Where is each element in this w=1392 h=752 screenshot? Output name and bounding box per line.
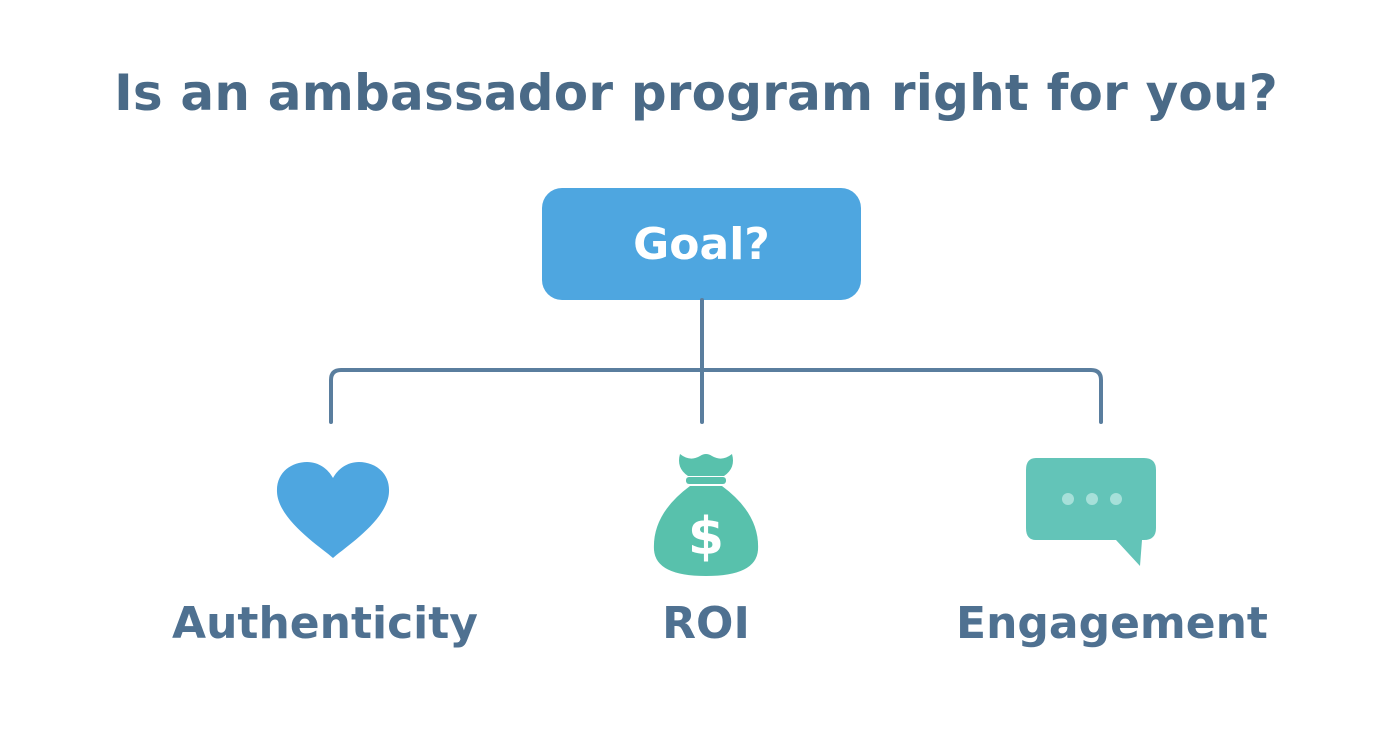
chat-bubble-icon <box>1026 458 1156 566</box>
heart-icon <box>276 462 390 558</box>
page-title: Is an ambassador program right for you? <box>114 64 1278 122</box>
option-label-roi: ROI <box>662 598 750 649</box>
goal-label: Goal? <box>633 218 770 270</box>
option-label-authenticity: Authenticity <box>172 598 478 649</box>
money-bag-icon: $ <box>653 454 759 576</box>
svg-text:$: $ <box>688 507 724 567</box>
goal-node: Goal? <box>542 188 861 300</box>
connector-branch <box>329 368 1103 424</box>
option-label-engagement: Engagement <box>956 598 1268 649</box>
